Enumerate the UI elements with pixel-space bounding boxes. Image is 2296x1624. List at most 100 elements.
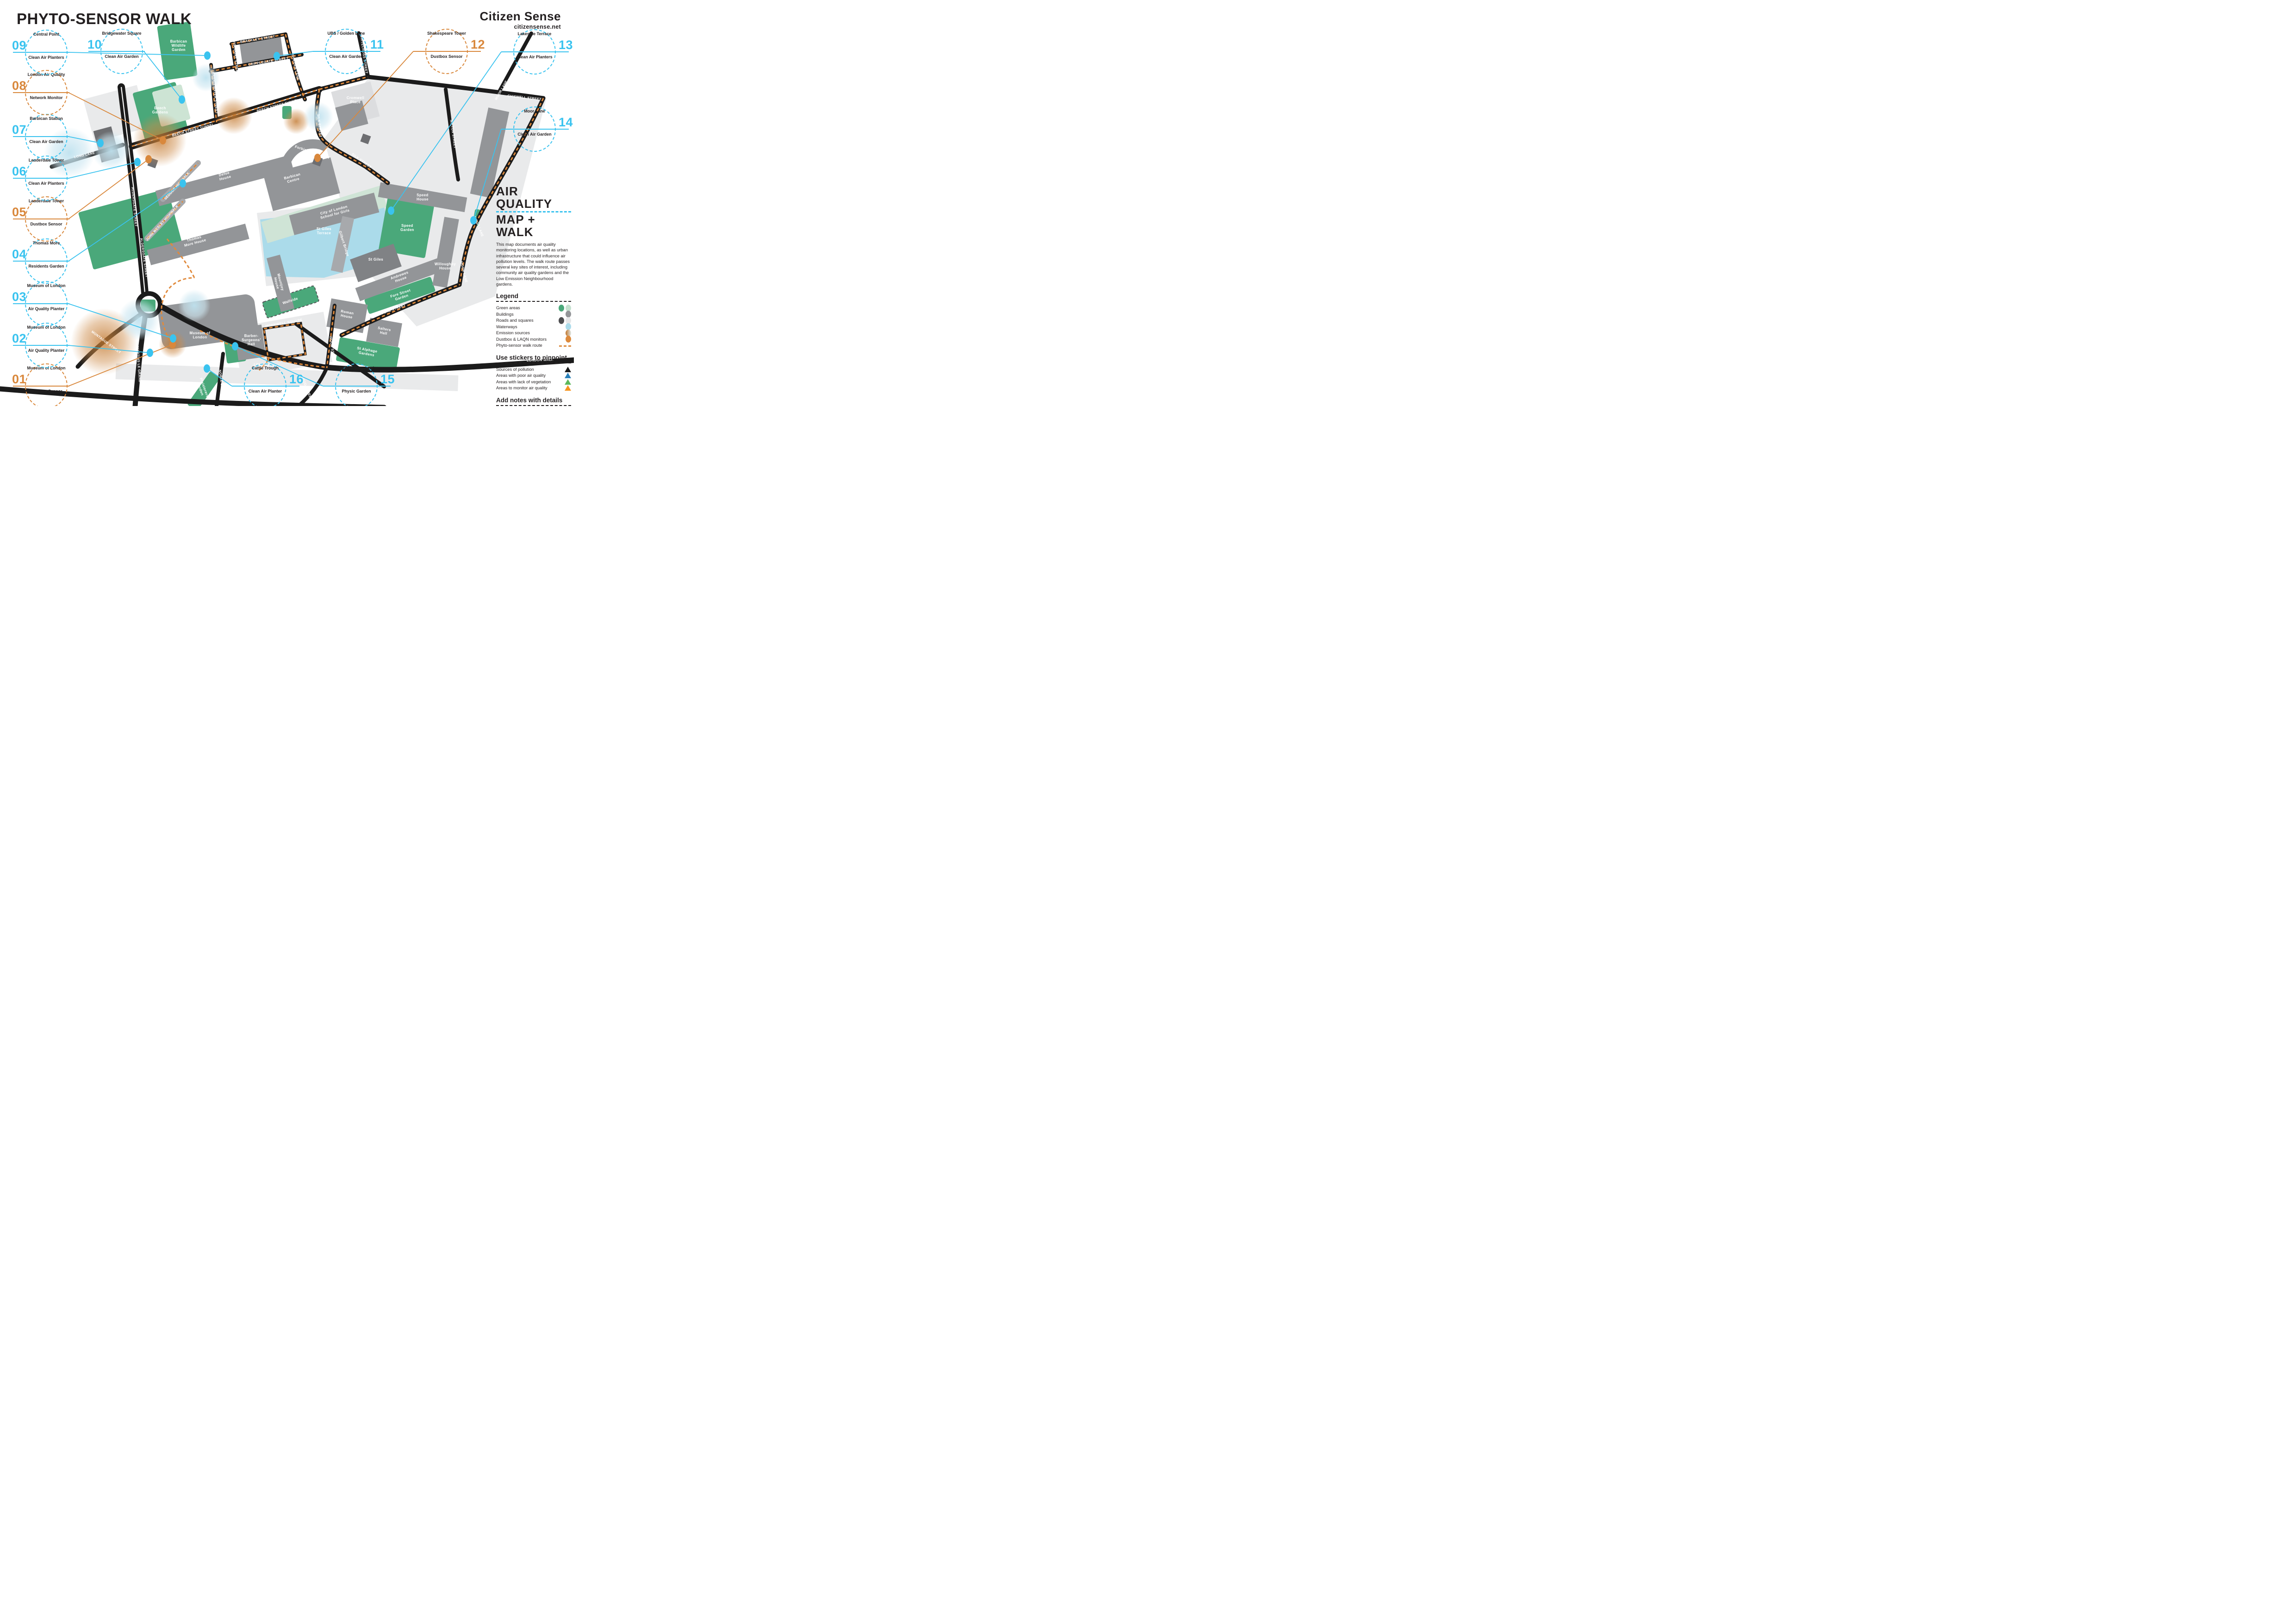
emission-blob-blue [118, 299, 160, 340]
mountjoy-house [266, 255, 295, 312]
legend-label: Green areas [496, 306, 520, 310]
station-06-map-dot [134, 158, 141, 166]
notes-title: Add notes with details [496, 397, 571, 406]
legend-label: Waterways [496, 324, 517, 329]
legend-title: Legend [496, 293, 571, 302]
golden-lane-route [285, 34, 306, 100]
sticker-label: Areas to monitor air quality [496, 386, 548, 390]
brackley-street-route [231, 33, 286, 45]
legend-row: Green areas [496, 304, 571, 312]
legend-row: Waterways [496, 323, 571, 330]
emission-blob-blue [92, 131, 131, 170]
sticker-row: Areas with lack of vegetation [496, 379, 571, 385]
sticker-triangle-icon [565, 379, 571, 385]
st-giles [350, 244, 402, 282]
sticker-row: Areas to monitor air quality [496, 385, 571, 391]
station-03-map-dot [170, 334, 176, 343]
station-12-map-dot [314, 154, 321, 162]
legend-label: Buildings [496, 312, 514, 317]
station-10-map-dot [179, 95, 185, 104]
moor-lane-route [459, 98, 544, 285]
barbican-wildlife-garden [157, 22, 198, 80]
route-monkwell-link [258, 359, 269, 371]
legend-swatch-gray [566, 311, 571, 318]
station-01-leader [68, 344, 173, 387]
brand-name: Citizen Sense [479, 9, 561, 23]
station-05-leader [68, 159, 149, 219]
milton-street [444, 87, 460, 181]
salters-hall [366, 318, 402, 347]
moor-lane-north [497, 31, 533, 94]
legend-swatch-waterway [566, 323, 571, 330]
station-13-leader [391, 51, 502, 211]
sticker-label: Areas with poor air quality [496, 373, 546, 378]
cromwell-tower [360, 133, 371, 144]
emission-blob-orange [215, 97, 252, 134]
legend-label: Phyto-sensor walk route [496, 343, 542, 348]
london-wall-south [0, 386, 386, 406]
route-museum-curve [161, 277, 195, 346]
buildings [93, 34, 510, 361]
noble-street [215, 352, 225, 406]
chiswell-street [366, 75, 546, 100]
chiswell-street-west-route [319, 76, 368, 90]
square-area [83, 85, 149, 142]
station-08-map-dot [160, 136, 166, 144]
sticker-row: Sources of pollution [496, 366, 571, 373]
station-10-leader [143, 51, 182, 100]
station-16-map-dot [204, 364, 210, 373]
legend-label: Roads and squares [496, 318, 534, 323]
station-02-leader [68, 345, 150, 353]
place-label: St Giles [368, 257, 383, 262]
legend-swatch-orange [566, 336, 571, 343]
city-of-london-school-for-girls [289, 193, 380, 235]
emission-blob-blue [304, 102, 333, 131]
defoe-house [155, 155, 294, 206]
route-london-wall [199, 330, 325, 368]
legend-swatch-dash [559, 344, 571, 347]
stickers-title: Use stickers to pinpoint [496, 354, 571, 363]
roman-house [326, 298, 368, 333]
street-label: LONDON WALL [527, 357, 554, 362]
aldersgate-street-centerline [120, 87, 146, 293]
emission-blob-blue [192, 64, 220, 92]
station-15-leader [235, 346, 324, 387]
station-14-map-dot [470, 216, 477, 225]
legend-swatch-road-pair [559, 317, 571, 324]
cripplegate-street-route [210, 54, 302, 72]
panel-heading-line1: AIR QUALITY [496, 185, 571, 213]
moor-lane-block [470, 107, 510, 198]
emission-blob-blue [44, 127, 95, 178]
legend-label: Dustbox & LAQN monitors [496, 337, 547, 342]
station-15-map-dot [232, 342, 238, 350]
fore-street [339, 282, 462, 337]
station-13-map-dot [388, 206, 394, 215]
emission-sources [44, 64, 333, 375]
fore-street-garden [364, 277, 436, 314]
london-wall [160, 305, 574, 373]
station-02-map-dot [147, 349, 153, 357]
brand-url[interactable]: citizensense.net [514, 24, 561, 30]
street-label: LONDON WALL [36, 394, 63, 400]
station-03-leader [68, 303, 174, 339]
notes-section: Add notes with details Which pollution s… [496, 397, 571, 406]
sticker-triangle-icon [565, 373, 571, 378]
legend-row: Roads and squares [496, 317, 571, 324]
street-label: WHITECROSS STREET [359, 34, 369, 74]
gilbert-bridge [330, 216, 355, 273]
forbisher-crescent [280, 139, 329, 194]
station-09-leader [68, 52, 208, 56]
panel-heading-line2: MAP + WALK [496, 212, 535, 239]
sticker-triangle-icon [565, 366, 571, 372]
